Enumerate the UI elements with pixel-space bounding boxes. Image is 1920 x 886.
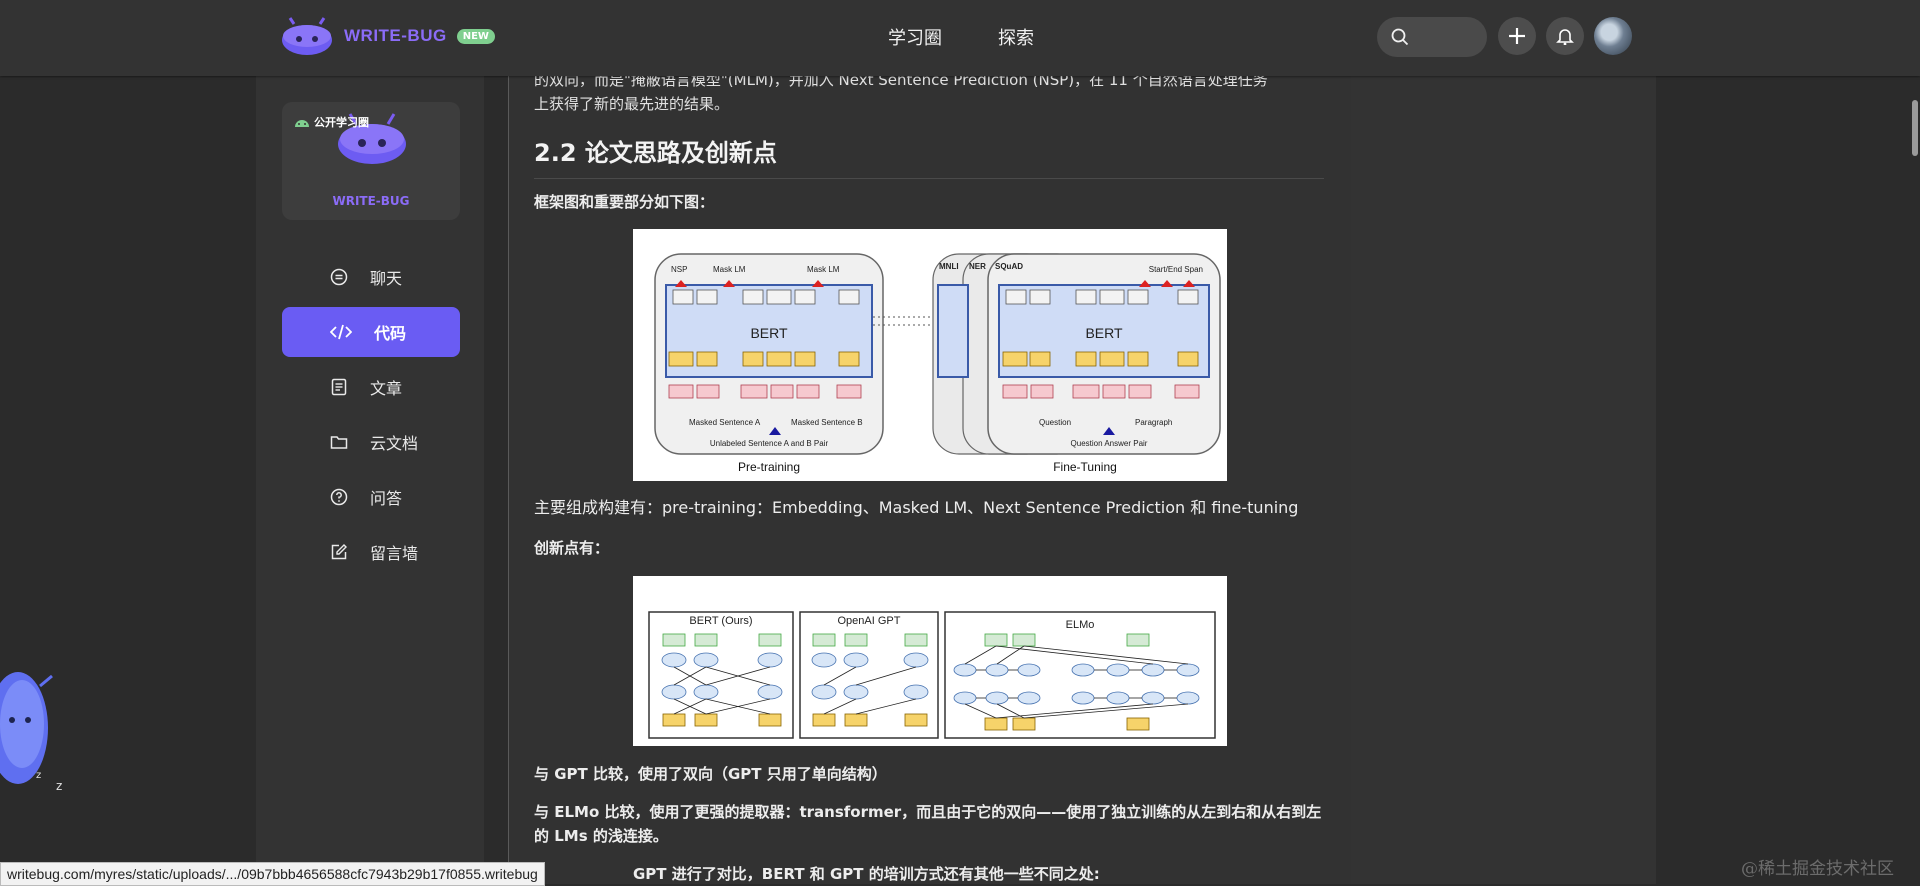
fig2-bert: BERT (Ours) bbox=[689, 615, 752, 627]
left-sidebar: 公开学习圈 WRITE-BUG 聊天 代码 bbox=[256, 76, 484, 884]
sidebar-item-chat[interactable]: 聊天 bbox=[282, 252, 460, 302]
svg-text:z: z bbox=[36, 770, 41, 781]
chat-icon bbox=[330, 268, 348, 286]
sidebar-item-code[interactable]: 代码 bbox=[282, 307, 460, 357]
fig1-pretraining: Pre-training bbox=[738, 460, 800, 474]
site-logo[interactable]: WRITE-BUG NEW bbox=[280, 16, 495, 56]
paragraph-framework: 框架图和重要部分如下图： bbox=[534, 193, 715, 211]
fig1-paragraph: Paragraph bbox=[1135, 418, 1172, 427]
fig2-elmo: ELMo bbox=[1066, 619, 1095, 631]
circle-logo-icon bbox=[338, 113, 406, 164]
sidebar-item-label: 问答 bbox=[370, 489, 403, 508]
fig1-sentence-b: Masked Sentence B bbox=[791, 418, 863, 427]
fig1-finetuning: Fine-Tuning bbox=[1053, 460, 1117, 474]
nav-learning-circle[interactable]: 学习圈 bbox=[888, 28, 942, 49]
search-icon bbox=[1391, 28, 1409, 46]
sidebar-item-label: 文章 bbox=[370, 379, 403, 398]
code-icon bbox=[330, 324, 352, 340]
paragraph-training-diff: GPT 进行了对比，BERT 和 GPT 的培训方式还有其他一些不同之处: bbox=[633, 865, 1100, 883]
sidebar-item-cloud-docs[interactable]: 云文档 bbox=[282, 417, 460, 467]
main-nav: 学习圈 探索 bbox=[888, 24, 1034, 50]
fig1-pair: Unlabeled Sentence A and B Pair bbox=[710, 439, 829, 448]
sidebar-item-label: 聊天 bbox=[370, 269, 403, 288]
logo-text: WRITE-BUG bbox=[344, 26, 447, 45]
floating-mascot-icon[interactable]: z z bbox=[0, 668, 72, 800]
side-menu: 聊天 代码 文章 云文档 bbox=[282, 252, 460, 582]
paragraph-innovation: 创新点有： bbox=[534, 539, 610, 557]
paragraph-gpt-compare: 与 GPT 比较，使用了双向（GPT 只用了单向结构） bbox=[534, 765, 887, 783]
fig1-nsp: NSP bbox=[671, 265, 687, 274]
circle-name: WRITE-BUG bbox=[332, 194, 410, 208]
sidebar-item-qa[interactable]: 问答 bbox=[282, 472, 460, 522]
bell-icon bbox=[1556, 29, 1574, 45]
sidebar-item-label: 云文档 bbox=[370, 434, 419, 453]
fig1-mask-lm-1: Mask LM bbox=[713, 265, 746, 274]
fig1-sentence-a: Masked Sentence A bbox=[689, 418, 761, 427]
sidebar-item-label: 留言墙 bbox=[370, 544, 419, 563]
sidebar-item-message-wall[interactable]: 留言墙 bbox=[282, 527, 460, 577]
paragraph-cut-line-1: 的双向，而是"掩蔽语言模型"(MLM)，并加入 Next Sentence Pr… bbox=[534, 76, 1268, 89]
bug-mascot-icon bbox=[282, 17, 332, 55]
public-circle-badge: 公开学习圈 bbox=[294, 114, 369, 130]
nav-explore[interactable]: 探索 bbox=[998, 28, 1034, 49]
search-input[interactable] bbox=[1377, 17, 1487, 57]
paragraph-cut-line-2: 上获得了新的最先进的结果。 bbox=[534, 95, 730, 113]
section-heading: 2.2 论文思路及创新点 bbox=[534, 133, 1324, 179]
plus-icon bbox=[1509, 28, 1525, 44]
fig1-squad: SQuAD bbox=[995, 262, 1023, 271]
paragraph-cut: 的双向，而是"掩蔽语言模型"(MLM)，并加入 Next Sentence Pr… bbox=[534, 76, 1334, 116]
edit-icon bbox=[331, 544, 347, 560]
top-navigation-bar: WRITE-BUG NEW 学习圈 探索 bbox=[0, 0, 1920, 76]
status-bar-url: writebug.com/myres/static/uploads/.../09… bbox=[0, 862, 545, 886]
create-button[interactable] bbox=[1498, 17, 1536, 55]
watermark: @稀土掘金技术社区 bbox=[1741, 859, 1894, 879]
android-icon bbox=[295, 120, 309, 127]
sidebar-item-label: 代码 bbox=[374, 324, 407, 343]
fig1-span: Start/End Span bbox=[1149, 265, 1203, 274]
folder-icon bbox=[330, 436, 348, 449]
article-content: 的双向，而是"掩蔽语言模型"(MLM)，并加入 Next Sentence Pr… bbox=[508, 76, 1352, 884]
fig1-ner: NER bbox=[969, 262, 986, 271]
paragraph-components: 主要组成构建有：pre-training：Embedding、Masked LM… bbox=[534, 498, 1299, 517]
circle-card[interactable]: 公开学习圈 WRITE-BUG bbox=[282, 102, 460, 220]
model-comparison-figure: BERT (Ours) OpenAI GPT ELMo bbox=[633, 576, 1227, 746]
user-avatar[interactable] bbox=[1594, 17, 1632, 55]
fig1-mnli: MNLI bbox=[939, 262, 959, 271]
page-scrollbar[interactable] bbox=[1912, 100, 1918, 156]
fig1-qa-pair: Question Answer Pair bbox=[1071, 439, 1148, 448]
fig1-mask-lm-2: Mask LM bbox=[807, 265, 840, 274]
circle-badge-label: 公开学习圈 bbox=[314, 116, 369, 129]
fig1-question: Question bbox=[1039, 418, 1071, 427]
bert-framework-figure: BERT NSP Mask LM Mask LM Masked bbox=[633, 229, 1227, 481]
notification-button[interactable] bbox=[1546, 17, 1584, 55]
svg-text:z: z bbox=[56, 779, 62, 793]
fig2-gpt: OpenAI GPT bbox=[838, 615, 901, 627]
right-panel bbox=[1351, 76, 1656, 884]
article-icon bbox=[331, 378, 347, 396]
fig1-bert-finetune: BERT bbox=[1085, 325, 1123, 341]
fig1-bert-label: BERT bbox=[750, 325, 788, 341]
sidebar-item-article[interactable]: 文章 bbox=[282, 362, 460, 412]
new-badge: NEW bbox=[456, 28, 495, 44]
question-icon bbox=[330, 488, 348, 506]
paragraph-elmo-compare: 与 ELMo 比较，使用了更强的提取器：transformer，而且由于它的双向… bbox=[534, 803, 1322, 845]
